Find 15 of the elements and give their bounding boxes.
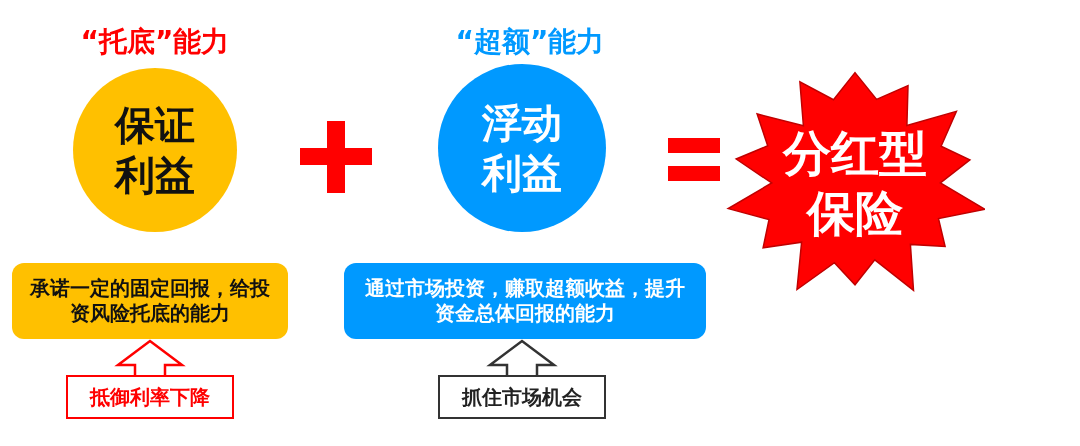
title-text: 保证利益 [113,101,196,200]
text-box [12,263,288,339]
text-box [344,263,706,339]
label-box [66,375,234,419]
description-text: 通过市场投资，赚取超额收益，提升资金总体回报的能力 [364,276,686,326]
description-text: 抓住市场机会 [460,384,583,410]
description-text: 承诺一定的固定回报，给投资风险托底的能力 [28,276,271,326]
title-text: 分红型保险 [781,124,928,243]
block-arrow [486,339,558,377]
block-arrow [114,339,186,377]
description-text: 抵御利率下降 [88,384,211,410]
title-text: 浮动利益 [480,99,563,198]
heading: “托底”能力 [79,24,231,60]
label-box [438,375,606,419]
heading: “超额”能力 [454,24,606,60]
